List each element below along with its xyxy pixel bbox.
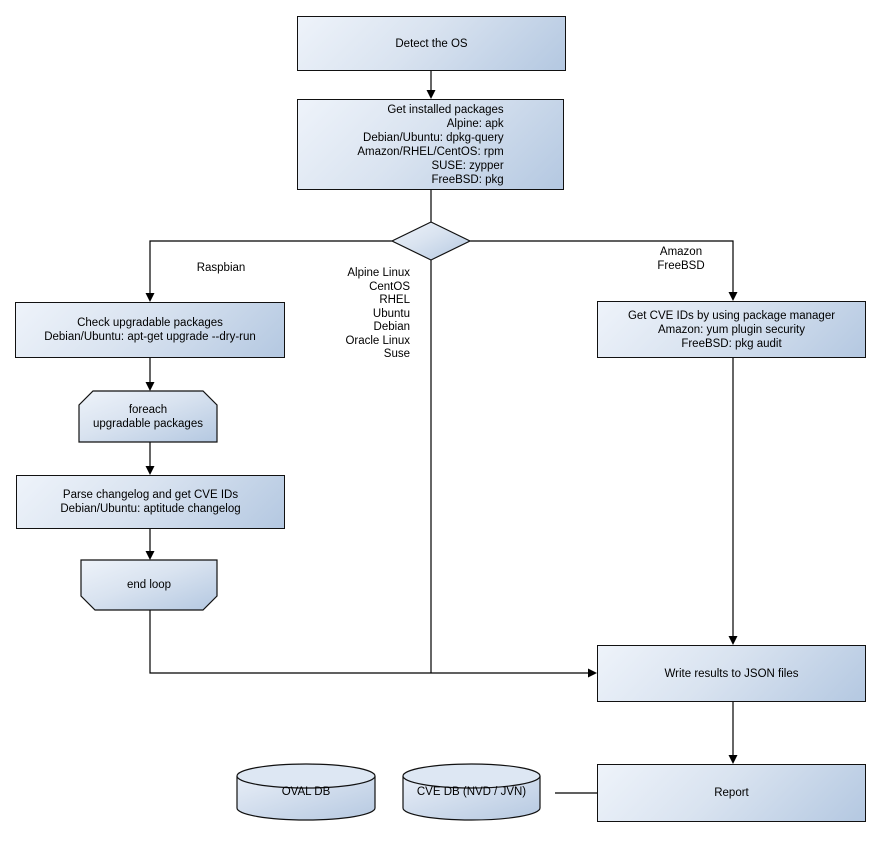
- node-get-installed-packages: Get installed packages Alpine: apk Debia…: [297, 99, 564, 190]
- edge-label-amazon-freebsd: Amazon FreeBSD: [657, 246, 705, 272]
- edge-label-raspbian: Raspbian: [196, 262, 246, 274]
- node-report-label: Report: [714, 787, 749, 799]
- cve-db-cylinder: [402, 763, 541, 821]
- cve-db-label: CVE DB (NVD / JVN): [416, 786, 527, 798]
- node-get-cve-by-pkg-manager-label: Get CVE IDs by using package manager Ama…: [627, 309, 836, 350]
- node-check-upgradable: Check upgradable packages Debian/Ubuntu:…: [15, 302, 285, 358]
- node-detect-os-label: Detect the OS: [395, 37, 468, 50]
- node-check-upgradable-label: Check upgradable packages Debian/Ubuntu:…: [44, 317, 256, 343]
- node-get-cve-by-pkg-manager: Get CVE IDs by using package manager Ama…: [597, 301, 866, 358]
- arrowheads: [145, 90, 738, 764]
- node-parse-changelog: Parse changelog and get CVE IDs Debian/U…: [16, 475, 285, 529]
- node-get-installed-packages-label: Get installed packages Alpine: apk Debia…: [357, 103, 504, 186]
- oval-db-label: OVAL DB: [281, 786, 331, 798]
- edges: [149, 71, 734, 794]
- node-parse-changelog-label: Parse changelog and get CVE IDs Debian/U…: [60, 489, 241, 515]
- node-report: Report: [597, 764, 866, 822]
- oval-db-cylinder: [236, 763, 376, 821]
- node-write-results-label: Write results to JSON files: [664, 667, 799, 680]
- node-detect-os: Detect the OS: [297, 16, 566, 71]
- edge-label-os-list: Alpine Linux CentOS RHEL Ubuntu Debian O…: [345, 267, 410, 360]
- node-write-results: Write results to JSON files: [597, 645, 866, 702]
- end-loop-shape: [80, 559, 218, 611]
- foreach-loop-shape: [78, 390, 218, 443]
- os-decision-diamond: [390, 221, 472, 261]
